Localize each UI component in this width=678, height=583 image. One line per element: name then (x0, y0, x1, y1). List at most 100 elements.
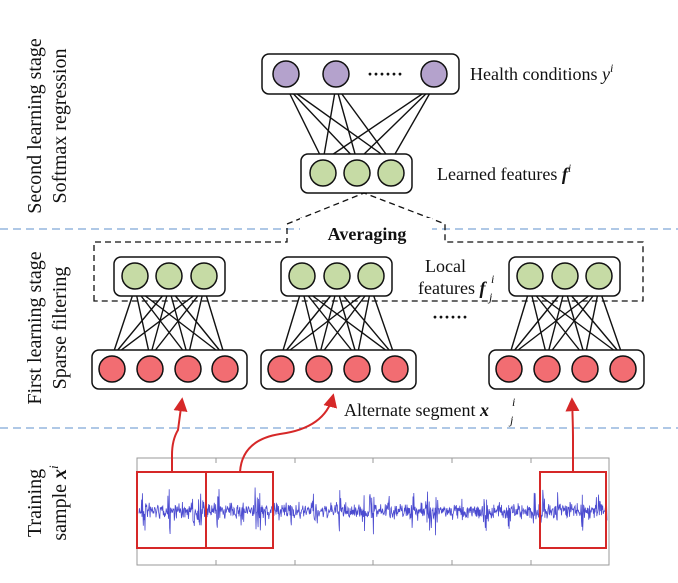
network-edge (546, 287, 600, 358)
learned-features-label: Learned features fi (437, 161, 571, 184)
network-edge (168, 287, 189, 358)
network-edge (285, 85, 324, 162)
local-feature-node (121, 262, 149, 290)
network-edge (134, 287, 151, 358)
local-feature-node (516, 262, 544, 290)
learned-feature-node (377, 159, 405, 187)
stage-second-subtitle: Softmax regression (49, 49, 71, 204)
segment-input-node (98, 355, 126, 383)
network-edge (529, 287, 624, 358)
local-features-label: Local (425, 256, 466, 276)
segment-input-node (495, 355, 523, 383)
network-edge (508, 287, 566, 358)
segment-input-box-3 (488, 349, 645, 390)
network-edge (564, 287, 624, 358)
sparse-filtering-connections (111, 287, 624, 358)
local-feature-node (585, 262, 613, 290)
network-edge (301, 287, 320, 358)
segment-arrow-2 (239, 393, 338, 473)
network-edge (134, 287, 189, 358)
averaging-label: Averaging (328, 224, 407, 244)
network-edge (285, 85, 392, 162)
local-feature-node (288, 262, 316, 290)
network-edge (203, 287, 226, 358)
segment-input-node (381, 355, 409, 383)
stage-training-title: Training (24, 469, 46, 537)
segment-input-box-1 (91, 349, 248, 390)
local-feature-node (155, 262, 183, 290)
network-edge (111, 287, 136, 358)
output-node (322, 60, 350, 88)
output-layer-box (261, 53, 460, 95)
local-feature-node (357, 262, 385, 290)
network-edge (280, 287, 303, 358)
health-conditions-label: Health conditions yi (470, 61, 613, 84)
segment-input-node (609, 355, 637, 383)
local-features-sup: i (491, 272, 494, 286)
local-feature-node (323, 262, 351, 290)
alternate-segment-sub: j (508, 413, 514, 427)
stage-first-title: First learning stage (24, 251, 46, 404)
output-ellipsis: ······ (367, 64, 403, 84)
network-edge (318, 287, 338, 358)
network-edge (322, 85, 435, 162)
network-edge (280, 287, 372, 358)
segment-input-node (533, 355, 561, 383)
stage-second-title: Second learning stage (24, 38, 46, 214)
segment-input-node (136, 355, 164, 383)
learned-feature-node (309, 159, 337, 187)
network-edge (564, 287, 586, 358)
network-edge (134, 287, 226, 358)
output-node (272, 60, 300, 88)
local-feature-node (190, 262, 218, 290)
network-edge (356, 287, 372, 358)
network-edge (111, 287, 170, 358)
network-edge (546, 287, 566, 358)
network-edge (390, 85, 435, 162)
segment-highlight-2 (205, 471, 274, 549)
alternate-segment-sup: i (512, 395, 515, 409)
local-features-label-symbol: features f (418, 278, 487, 298)
network-edge (168, 287, 226, 358)
network-edge (508, 287, 600, 358)
network-edge (336, 287, 396, 358)
network-edge (322, 85, 337, 162)
network-edge (370, 287, 396, 358)
learned-feature-node (343, 159, 371, 187)
network-edge (285, 85, 358, 162)
stage-first-subtitle: Sparse filtering (49, 267, 71, 390)
segment-input-box-2 (260, 349, 417, 390)
stage-training-subtitle: sample xi (46, 465, 71, 541)
network-edge (356, 85, 435, 162)
network-edge (187, 287, 205, 358)
segment-input-node (305, 355, 333, 383)
network-edge (529, 287, 548, 358)
segment-input-node (343, 355, 371, 383)
network-edge (280, 287, 338, 358)
local-features-sub: j (487, 290, 493, 304)
segment-input-node (174, 355, 202, 383)
segment-input-node (267, 355, 295, 383)
vibration-signal-trace (138, 487, 608, 536)
output-node (420, 60, 448, 88)
segment-arrow-1 (171, 397, 188, 472)
signal-plot-ticks (215, 458, 532, 565)
network-edge (529, 287, 586, 358)
network-edge (508, 287, 531, 358)
network-edge (149, 287, 205, 358)
alternate-segment-label: Alternate segment x (344, 400, 489, 420)
segment-input-node (211, 355, 239, 383)
network-edge (301, 287, 358, 358)
segment-input-node (571, 355, 599, 383)
network-edge (584, 287, 600, 358)
averaging-region (93, 192, 644, 302)
network-edge (335, 85, 358, 162)
segment-arrow-3 (565, 397, 580, 472)
network-edge (335, 85, 392, 162)
network-edge (149, 287, 170, 358)
network-edge (301, 287, 396, 358)
network-edge (336, 287, 358, 358)
network-edge (111, 287, 205, 358)
network-edge (318, 287, 372, 358)
